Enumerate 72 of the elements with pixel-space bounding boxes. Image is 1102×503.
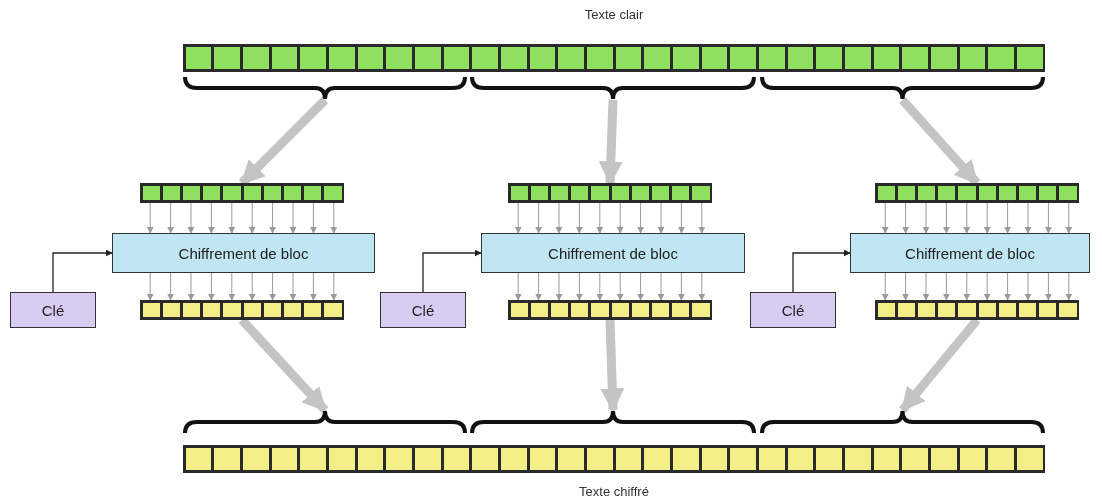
arrow — [637, 202, 645, 234]
arrow — [657, 272, 665, 301]
box-label: Chiffrement de bloc — [905, 244, 1035, 262]
arrow — [167, 272, 175, 301]
arrow — [289, 202, 297, 234]
arrow — [167, 202, 175, 234]
arrow — [677, 202, 685, 234]
box-label: Chiffrement de bloc — [178, 244, 309, 262]
arrow — [792, 249, 851, 293]
arrow — [289, 272, 297, 301]
arrow — [1024, 272, 1032, 301]
bar-label: Texte clair — [583, 6, 645, 24]
arrow — [248, 272, 256, 301]
arrow — [309, 272, 317, 301]
arrow — [596, 202, 604, 234]
arrow — [922, 272, 930, 301]
arrow — [942, 202, 950, 234]
arrow — [657, 202, 665, 234]
arrow — [1044, 202, 1052, 234]
arrow — [146, 202, 154, 234]
arrow — [555, 202, 563, 234]
arrow — [881, 272, 889, 301]
arrow — [207, 202, 215, 234]
arrow — [677, 272, 685, 301]
arrow — [555, 272, 563, 301]
arrow — [1065, 202, 1073, 234]
arrow — [596, 272, 604, 301]
arrow — [187, 272, 195, 301]
arrow — [52, 249, 113, 293]
arrow — [983, 202, 991, 234]
arrow — [600, 319, 625, 413]
arrow — [1044, 272, 1052, 301]
arrow — [1004, 202, 1012, 234]
arrow — [228, 272, 236, 301]
box-label: Clé — [781, 301, 805, 319]
arrow — [575, 272, 583, 301]
arrow — [146, 272, 154, 301]
arrow — [309, 202, 317, 234]
arrow — [963, 202, 971, 234]
arrow — [902, 272, 910, 301]
arrow — [330, 202, 338, 234]
arrow — [616, 272, 624, 301]
arrow — [637, 272, 645, 301]
arrow — [269, 202, 277, 234]
box-label: Clé — [41, 301, 65, 319]
arrow — [1004, 272, 1012, 301]
arrow — [698, 202, 706, 234]
arrow — [514, 202, 522, 234]
arrow — [228, 202, 236, 234]
arrow — [269, 272, 277, 301]
arrow — [902, 202, 910, 234]
arrow — [207, 272, 215, 301]
arrow — [698, 272, 706, 301]
box-label: Chiffrement de bloc — [548, 244, 678, 262]
arrow — [535, 272, 543, 301]
arrow — [1024, 202, 1032, 234]
bar-label: Texte chiffré — [578, 483, 650, 501]
arrow — [1065, 272, 1073, 301]
arrow — [616, 202, 624, 234]
arrow — [422, 249, 482, 293]
arrow — [514, 272, 522, 301]
arrow — [330, 272, 338, 301]
arrow — [881, 202, 889, 234]
arrow — [922, 202, 930, 234]
arrow — [248, 202, 256, 234]
arrow — [963, 272, 971, 301]
arrow — [942, 272, 950, 301]
box-label: Clé — [411, 301, 435, 319]
arrow — [187, 202, 195, 234]
arrow — [575, 202, 583, 234]
arrow — [535, 202, 543, 234]
arrow — [983, 272, 991, 301]
